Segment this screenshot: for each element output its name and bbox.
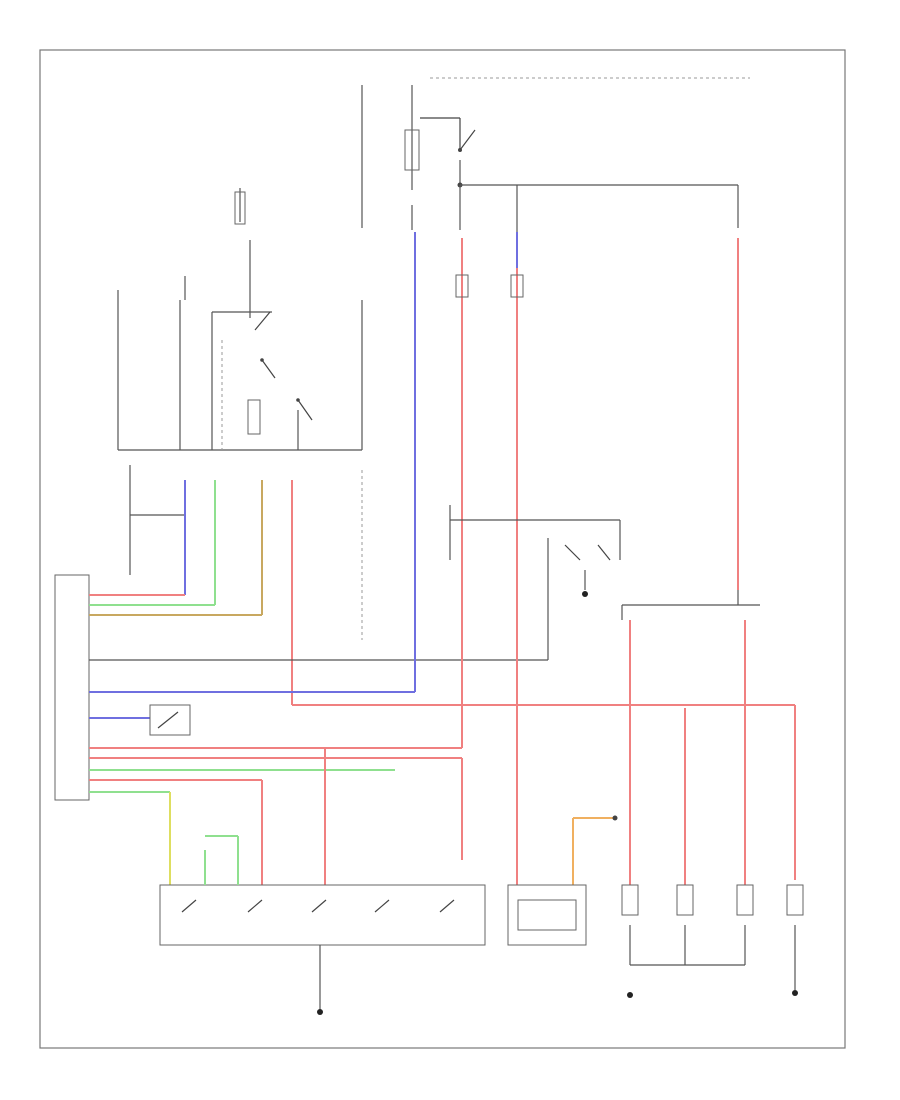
top-supply-lines: [361, 77, 750, 230]
door-lock-actuator-driver: [507, 884, 587, 946]
top-right-bus: [459, 184, 739, 232]
diagram-frame: [39, 49, 846, 1049]
right-red-wires: [461, 232, 796, 885]
rear-branch: [621, 604, 760, 885]
passenger-switch-area: [449, 505, 621, 597]
orange-wire: [572, 815, 618, 885]
body-control-module: [54, 574, 90, 801]
red-line-fuses: [455, 274, 524, 298]
ignition-switch: [420, 117, 476, 188]
lock-relay-switches: [221, 311, 313, 450]
door-lock-switch-driver: [159, 835, 486, 1015]
left-fuse-area: [117, 188, 363, 451]
bcm-colored-wires: [89, 232, 795, 885]
lower-black-wires: [129, 465, 363, 640]
door-key-cylinder-switch: [149, 704, 191, 736]
door-lock-actuators-right: [621, 884, 804, 998]
